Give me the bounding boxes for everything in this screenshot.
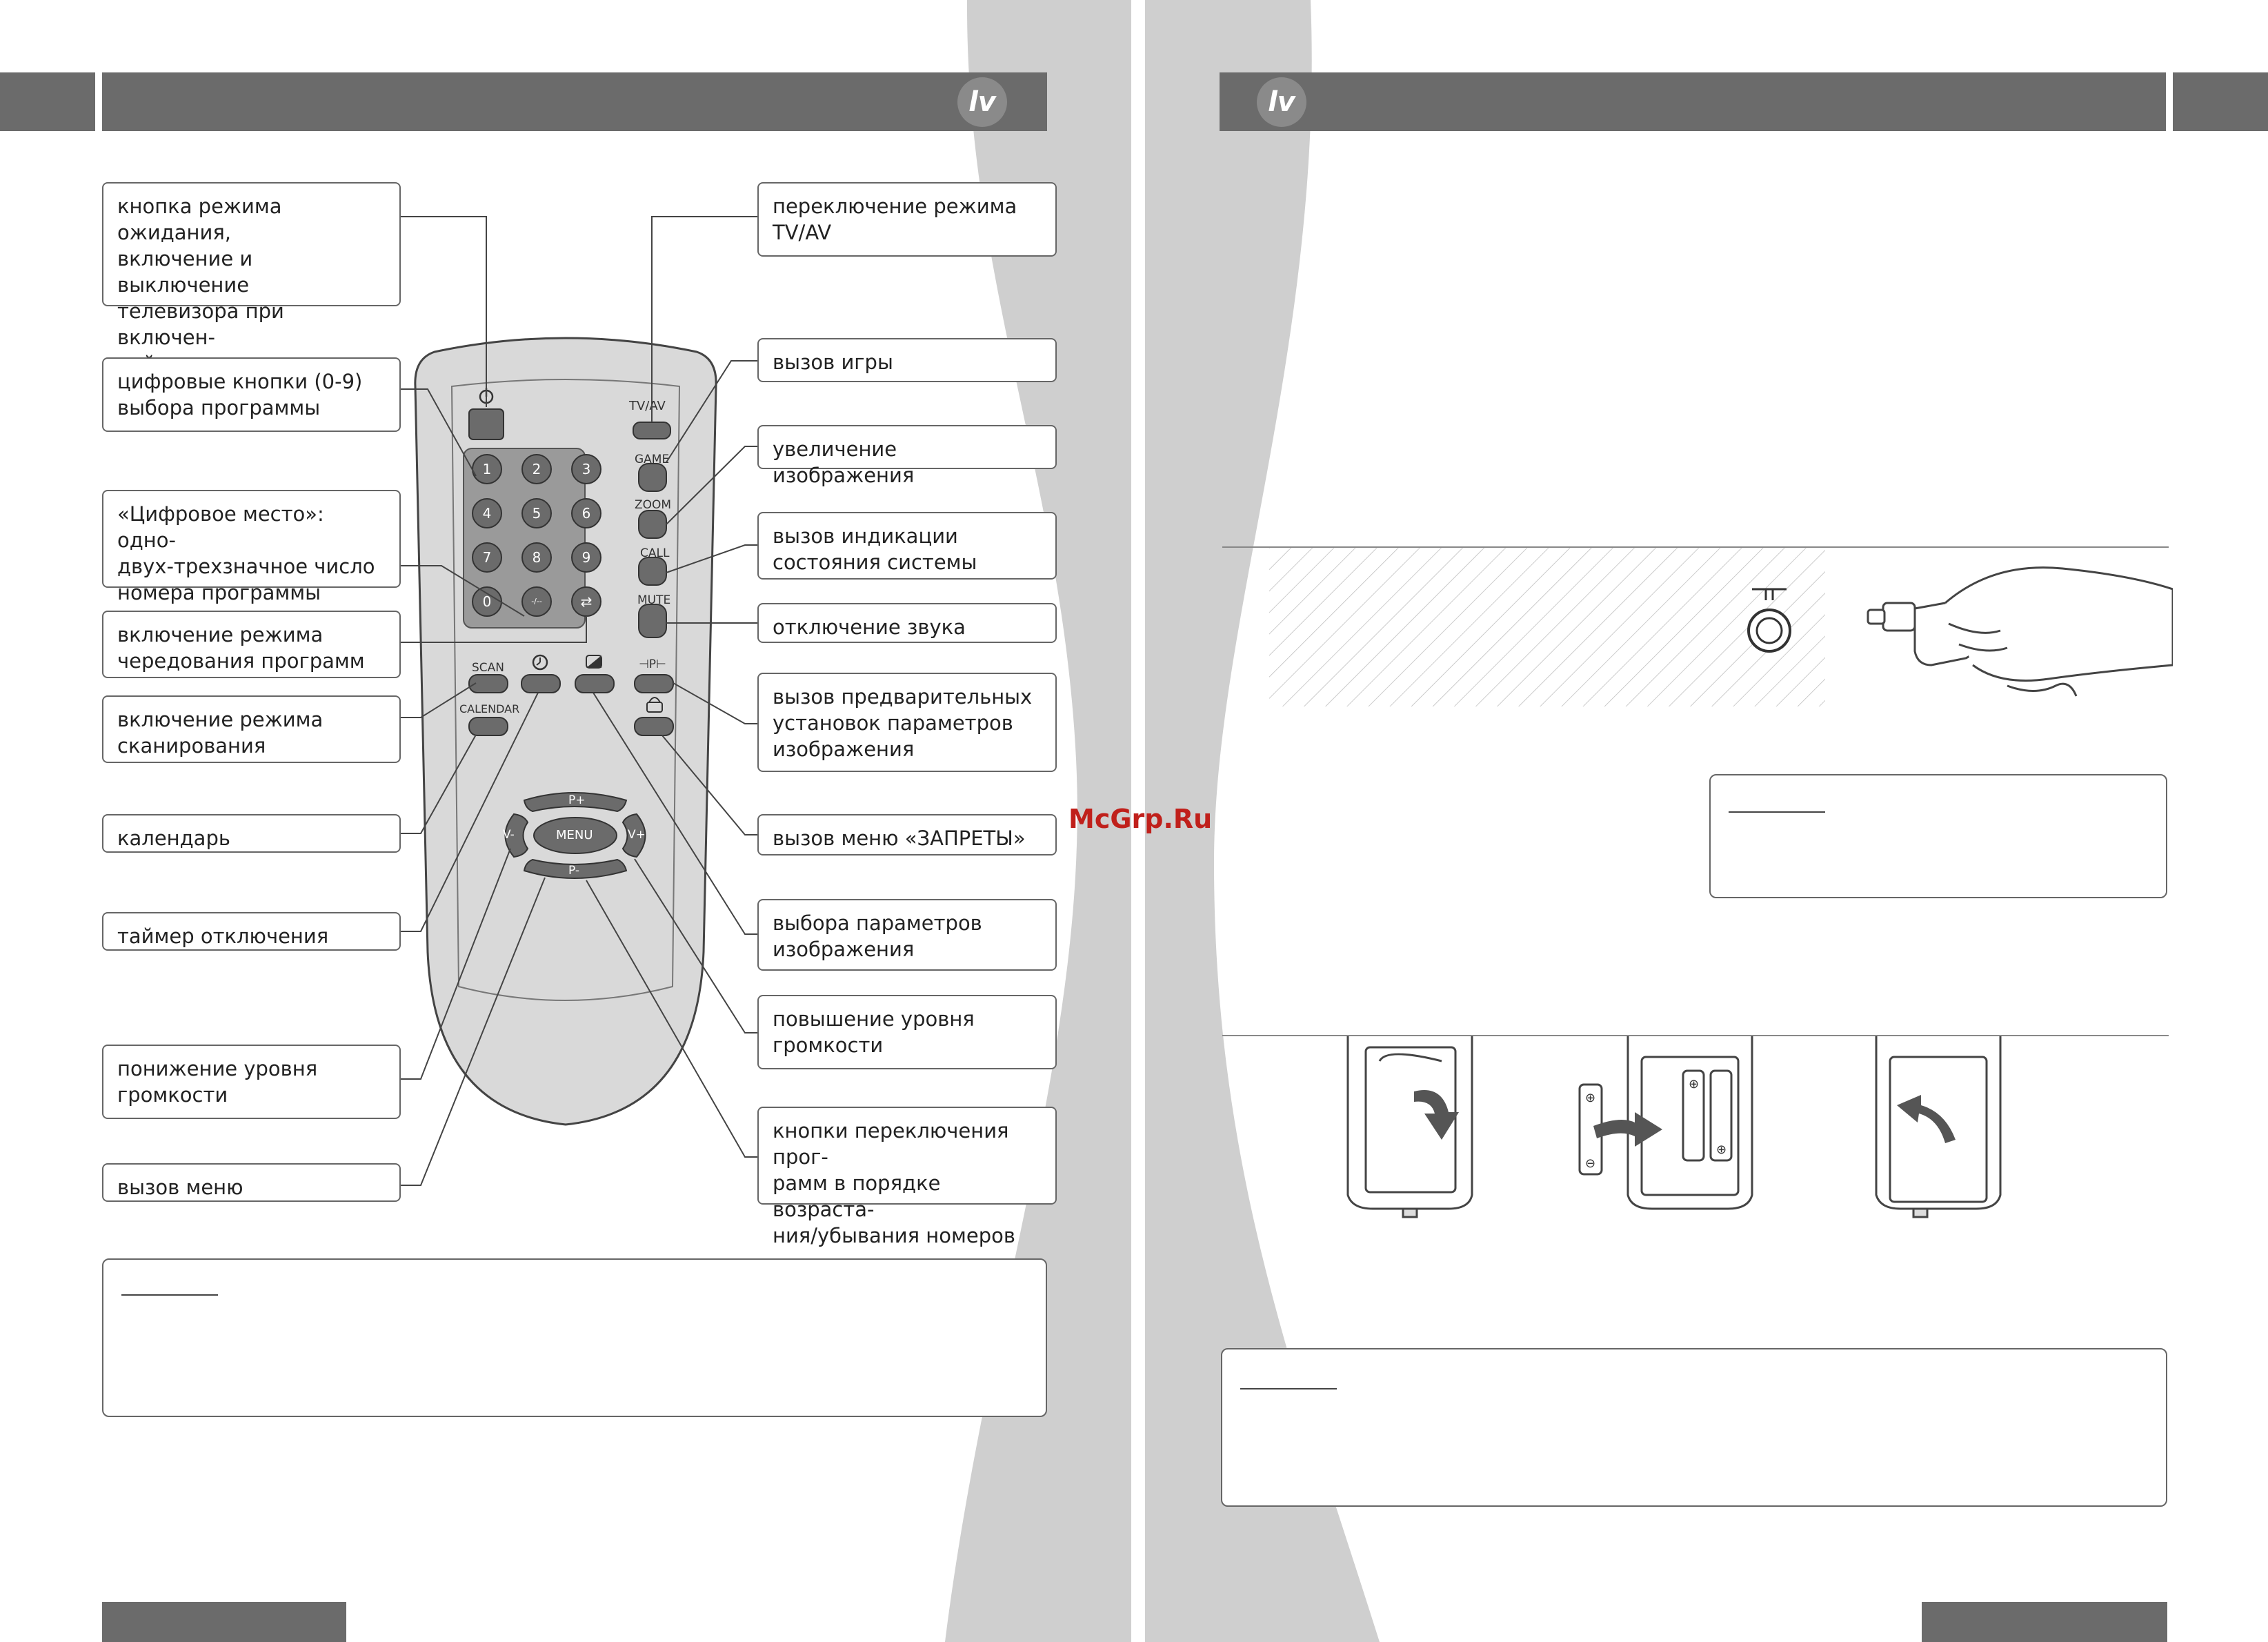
note-box-right-upper: [1709, 774, 2167, 898]
callout-picture-params: выбора параметров изображения: [757, 899, 1057, 971]
digit-button-8[interactable]: 8: [521, 542, 552, 573]
battery-illustrations: ⊕ ⊕ ⊕ ⊖: [1346, 1036, 2002, 1218]
antenna-socket-icon: [1747, 588, 1791, 653]
call-label: CALL: [640, 546, 670, 560]
watermark: McGrp.Ru: [1068, 804, 1213, 834]
digit-button-7[interactable]: 7: [472, 542, 502, 573]
mute-label: MUTE: [637, 593, 671, 607]
callout-vol-up: повышение уровня громкости: [757, 995, 1057, 1069]
callout-standby: кнопка режима ожидания, включение и выкл…: [102, 182, 401, 375]
callout-digit-place: «Цифровое место»: одно- двух-трехзначное…: [102, 490, 401, 604]
svg-text:⊕: ⊕: [1689, 1077, 1699, 1091]
digit-button-dash[interactable]: -/--: [521, 586, 552, 617]
callout-picture-preset: вызов предварительных установок параметр…: [757, 673, 1057, 772]
footer-bar-left: [102, 1602, 346, 1642]
tvav-label: TV/AV: [629, 399, 666, 413]
callout-call: вызов индикации состояния системы: [757, 512, 1057, 580]
p-plus-label: P+: [568, 793, 586, 807]
section-divider-bottom: [1222, 1035, 2169, 1036]
digit-button-0[interactable]: 0: [472, 586, 502, 617]
callout-sleep-timer: таймер отключения: [102, 912, 401, 951]
digit-button-5[interactable]: 5: [521, 498, 552, 528]
digit-button-2[interactable]: 2: [521, 454, 552, 484]
callout-menu: вызов меню: [102, 1163, 401, 1202]
section-divider-top: [1222, 546, 2169, 548]
digit-button-4[interactable]: 4: [472, 498, 502, 528]
header-bar-left: [102, 72, 1047, 131]
digit-button-6[interactable]: 6: [571, 498, 601, 528]
callout-game: вызов игры: [757, 338, 1057, 382]
header-bar-right: [1220, 72, 2166, 131]
digit-button-3[interactable]: 3: [571, 454, 601, 484]
callout-tvav: переключение режима TV/AV: [757, 182, 1057, 257]
game-label: GAME: [635, 453, 670, 466]
arrow-icon: [1414, 1090, 1956, 1147]
digit-button-1[interactable]: 1: [472, 454, 502, 484]
svg-text:⊖: ⊖: [1585, 1156, 1595, 1171]
header-bar-right-tab: [2173, 72, 2268, 131]
zoom-label: ZOOM: [635, 498, 672, 512]
callout-alternate: включение режима чередования программ: [102, 611, 401, 678]
svg-text:⊕: ⊕: [1716, 1143, 1727, 1157]
antenna-illustration: [1269, 548, 2173, 706]
digit-button-9[interactable]: 9: [571, 542, 601, 573]
callout-prog-switch: кнопки переключения прог- рамм в порядке…: [757, 1107, 1057, 1247]
callout-zoom: увеличение изображения: [757, 425, 1057, 487]
calendar-label: CALENDAR: [459, 702, 520, 715]
header-bar-left-tab: [0, 72, 95, 131]
callout-vol-down: понижение уровня громкости: [102, 1045, 401, 1119]
brand-logo-right: lv: [1257, 77, 1306, 127]
v-minus-label: V-: [503, 828, 515, 842]
svg-text:⊕: ⊕: [1585, 1091, 1595, 1105]
callout-lock-menu: вызов меню «ЗАПРЕТЫ»: [757, 814, 1057, 855]
callout-digits: цифровые кнопки (0-9) выбора программы: [102, 357, 401, 432]
note-box-right-lower: [1221, 1348, 2167, 1507]
note-box-left: [102, 1258, 1047, 1417]
scan-label: SCAN: [472, 661, 505, 675]
callout-scan: включение режима сканирования: [102, 695, 401, 763]
menu-label: MENU: [556, 828, 593, 842]
v-plus-label: V+: [628, 828, 646, 842]
brand-logo: lv: [957, 77, 1007, 127]
hand-plug-icon: [1867, 566, 2173, 697]
pp-label: ⊣P⊢: [639, 657, 666, 671]
p-minus-label: P-: [568, 864, 580, 878]
footer-bar-right: [1922, 1602, 2167, 1642]
callout-mute: отключение звука: [757, 603, 1057, 643]
callout-calendar: календарь: [102, 814, 401, 853]
